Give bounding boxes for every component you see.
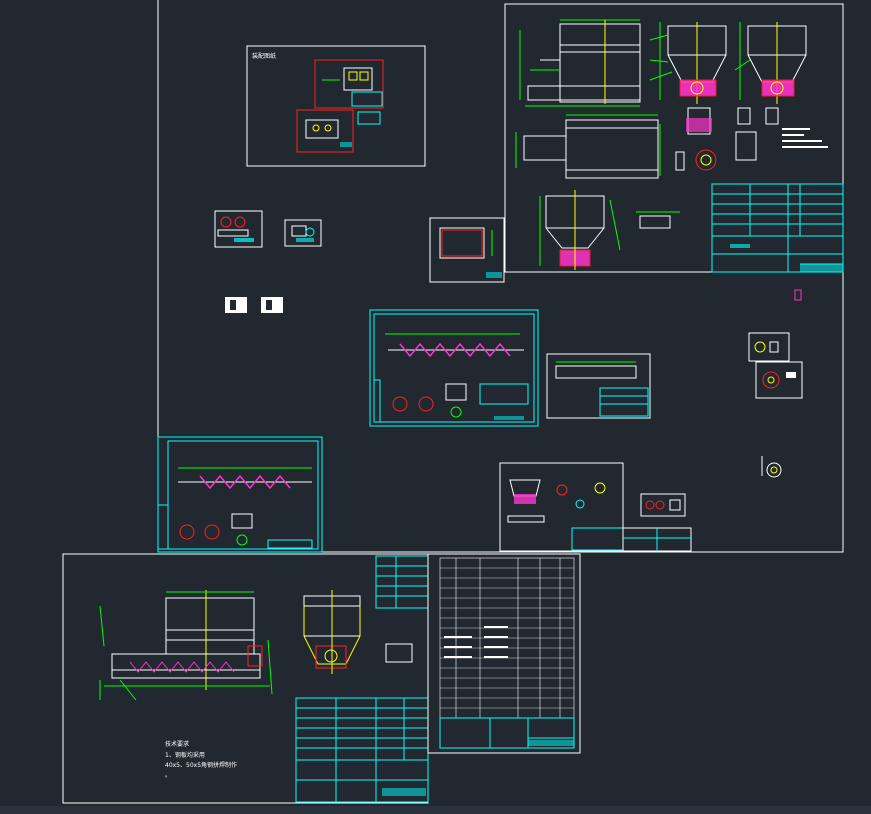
notes-line-2: 40x5、50x5角钢拼焊制作 bbox=[165, 761, 237, 769]
sheet-screw-shaft[interactable] bbox=[369, 309, 539, 427]
status-bar bbox=[0, 806, 871, 814]
sheet-trough[interactable] bbox=[546, 353, 651, 419]
small-detail-3[interactable] bbox=[225, 297, 283, 313]
sheet-hopper-small[interactable] bbox=[499, 462, 624, 552]
small-detail-flange[interactable] bbox=[748, 332, 790, 362]
sheet-general-assembly[interactable]: 技术要求 1、钢板均采用 40x5、50x5角钢拼焊制作 。 bbox=[62, 553, 429, 804]
notes-title: 技术要求 bbox=[165, 740, 189, 748]
sheet-parts-list[interactable] bbox=[427, 553, 581, 754]
sheet-top-right[interactable] bbox=[504, 3, 844, 273]
small-detail-bearing[interactable] bbox=[755, 361, 803, 399]
small-detail-pulley[interactable] bbox=[761, 456, 782, 478]
small-detail-1[interactable] bbox=[214, 210, 263, 248]
small-detail-seat[interactable] bbox=[640, 493, 686, 517]
small-mark bbox=[794, 289, 802, 301]
sheet-bom-strip[interactable] bbox=[622, 527, 692, 552]
sheet-screw-left[interactable] bbox=[157, 436, 323, 553]
sheet-frame-detail[interactable] bbox=[429, 217, 505, 283]
sheet-assembly-index[interactable]: 装配图纸 bbox=[246, 45, 426, 167]
panel1-title: 装配图纸 bbox=[252, 52, 276, 60]
notes-line-3: 。 bbox=[165, 772, 171, 779]
notes-line-1: 1、钢板均采用 bbox=[165, 751, 205, 759]
small-detail-2[interactable] bbox=[284, 219, 322, 247]
